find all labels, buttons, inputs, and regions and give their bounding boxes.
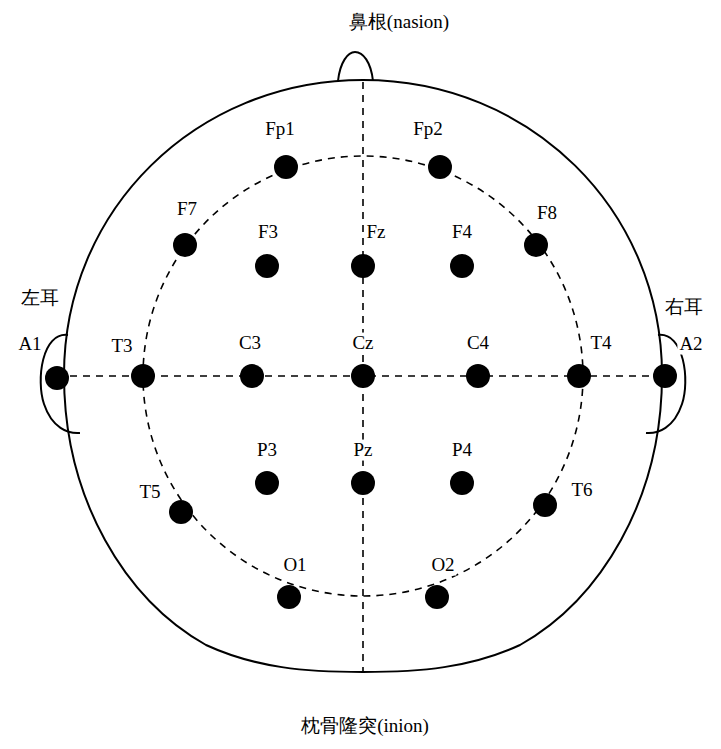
electrode-dot bbox=[450, 471, 474, 495]
electrode-label: O1 bbox=[281, 555, 308, 576]
electrode-dot bbox=[274, 155, 298, 179]
electrode-dot bbox=[450, 254, 474, 278]
electrodes bbox=[45, 155, 677, 609]
electrode-dot bbox=[351, 471, 375, 495]
electrode-label: Fp2 bbox=[411, 119, 445, 140]
head-outline bbox=[64, 80, 662, 672]
electrode-label: T6 bbox=[569, 480, 594, 501]
electrode-label: F3 bbox=[256, 222, 280, 243]
electrode-label: O2 bbox=[429, 555, 456, 576]
electrode-label: Pz bbox=[352, 440, 375, 461]
electrode-dot bbox=[466, 364, 490, 388]
electrode-label: Fz bbox=[365, 222, 388, 243]
electrode-dot bbox=[351, 364, 375, 388]
electrode-label: Cz bbox=[350, 333, 375, 354]
electrode-dot bbox=[240, 364, 264, 388]
electrode-dot bbox=[277, 585, 301, 609]
electrode-label: A2 bbox=[677, 334, 704, 355]
electrode-dot bbox=[425, 585, 449, 609]
electrode-dot bbox=[653, 364, 677, 388]
electrode-dot bbox=[45, 366, 69, 390]
electrode-dot bbox=[255, 254, 279, 278]
electrode-dot bbox=[169, 500, 193, 524]
nose-outline bbox=[338, 52, 373, 81]
electrode-dot bbox=[533, 493, 557, 517]
electrode-label: F7 bbox=[175, 199, 199, 220]
electrode-label: A1 bbox=[16, 334, 43, 355]
landmark-label: 枕骨隆突(inion) bbox=[299, 716, 431, 737]
left-ear bbox=[41, 335, 80, 433]
landmark-label: 鼻根(nasion) bbox=[347, 12, 451, 33]
electrode-dot bbox=[428, 155, 452, 179]
electrode-label: F4 bbox=[450, 222, 474, 243]
electrode-dot bbox=[173, 233, 197, 257]
electrode-dot bbox=[524, 233, 548, 257]
electrode-label: P4 bbox=[450, 440, 474, 461]
electrode-label: C3 bbox=[237, 333, 263, 354]
electrode-label: T5 bbox=[137, 482, 162, 503]
landmark-label: 左耳 bbox=[19, 288, 61, 309]
electrode-label: C4 bbox=[465, 333, 491, 354]
landmark-label: 右耳 bbox=[663, 297, 705, 318]
electrode-dot bbox=[567, 364, 591, 388]
electrode-label: T3 bbox=[109, 336, 134, 357]
electrode-label: P3 bbox=[255, 440, 279, 461]
electrode-label: Fp1 bbox=[263, 119, 297, 140]
electrode-label: T4 bbox=[588, 333, 613, 354]
electrode-label: F8 bbox=[535, 203, 559, 224]
electrode-dot bbox=[351, 254, 375, 278]
electrode-dot bbox=[131, 364, 155, 388]
electrode-dot bbox=[255, 471, 279, 495]
